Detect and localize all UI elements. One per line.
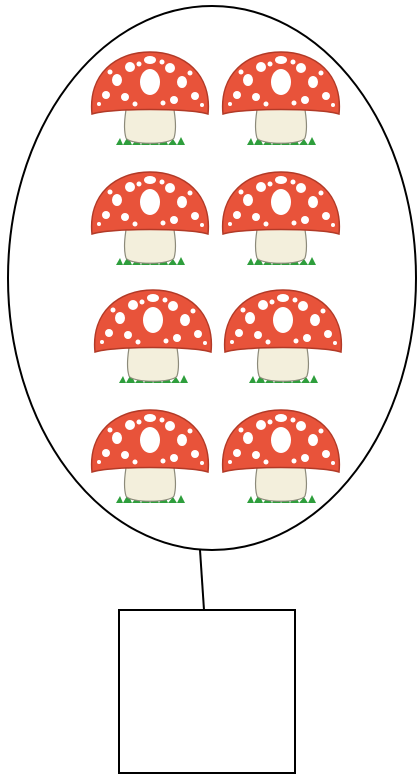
mushroom-icon [95, 290, 212, 383]
mushroom-icon [223, 172, 340, 265]
mushroom-icon [92, 52, 209, 145]
mushroom-icon [223, 410, 340, 503]
mushroom-group [92, 52, 342, 503]
set-oval [8, 6, 416, 550]
mushroom-icon [225, 290, 342, 383]
mushroom-icon [92, 410, 209, 503]
mushroom-icon [92, 172, 209, 265]
mushroom-icon [223, 52, 340, 145]
connector-line [200, 550, 204, 610]
answer-box[interactable] [119, 610, 295, 773]
